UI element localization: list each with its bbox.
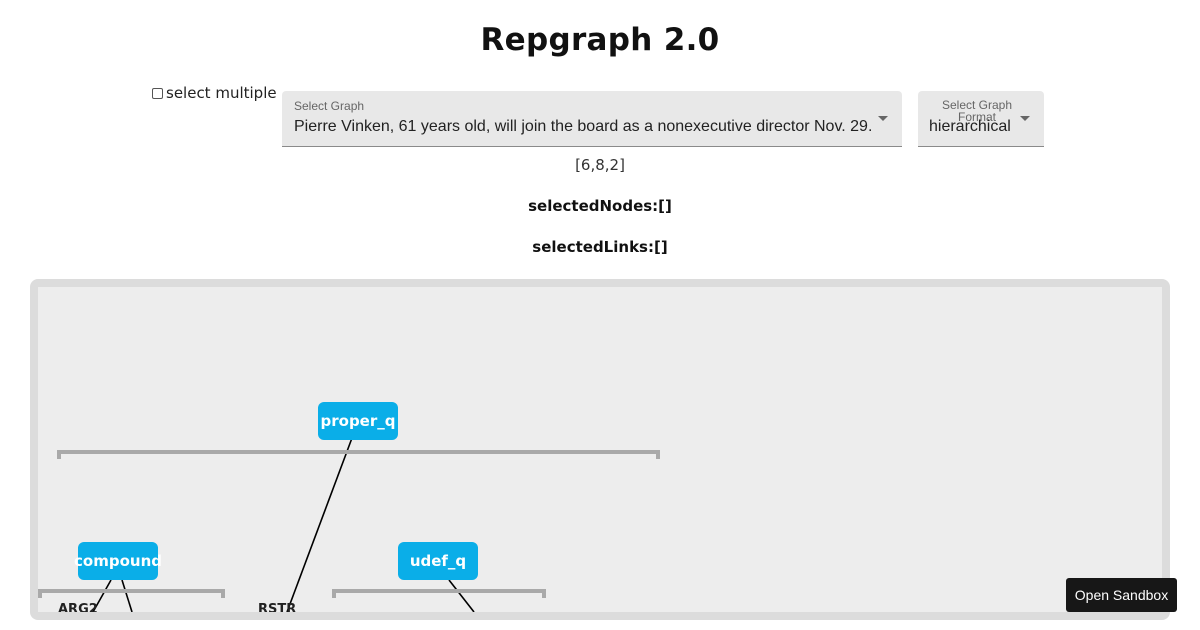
edge-compound-arg2-b[interactable] xyxy=(121,579,133,612)
edge-label-rstr: RSTR xyxy=(258,602,297,612)
chevron-down-icon[interactable] xyxy=(878,116,888,121)
selected-nodes: selectedNodes:[] xyxy=(528,197,672,215)
graph-canvas[interactable]: proper_q compound udef_q ARG2 RSTR xyxy=(38,287,1162,612)
edge-label-arg2: ARG2 xyxy=(58,602,98,612)
graph-select-label: Select Graph xyxy=(294,99,365,113)
span-bracket-udef-q xyxy=(332,589,546,598)
graph-canvas-frame: proper_q compound udef_q ARG2 RSTR xyxy=(30,279,1170,620)
node-proper-q[interactable]: proper_q xyxy=(318,402,398,440)
graph-format-select-label: Select Graph Format xyxy=(941,98,1013,124)
selected-links: selectedLinks:[] xyxy=(532,238,668,256)
checkbox-box[interactable] xyxy=(152,87,163,99)
graph-select-value: Pierre Vinken, 61 years old, will join t… xyxy=(294,118,873,135)
select-multiple-label: select multiple xyxy=(166,84,277,102)
span-bracket-proper-q xyxy=(57,450,660,459)
edge-compound-arg2-a[interactable] xyxy=(92,579,112,612)
graph-links xyxy=(92,437,475,612)
select-multiple-checkbox[interactable]: select multiple xyxy=(152,84,277,102)
node-udef-q[interactable]: udef_q xyxy=(398,542,478,580)
node-compound[interactable]: compound xyxy=(74,542,162,580)
edge-udef-q[interactable] xyxy=(448,579,475,612)
graph-format-select-value: hierarchical xyxy=(929,118,1011,135)
chevron-down-icon[interactable] xyxy=(1020,116,1030,121)
graph-format-select[interactable]: Select Graph Format hierarchical xyxy=(918,91,1044,147)
page-title: Repgraph 2.0 xyxy=(480,22,720,58)
graph-dimensions: [6,8,2] xyxy=(575,156,625,174)
open-sandbox-button[interactable]: Open Sandbox xyxy=(1066,578,1177,612)
span-bracket-compound xyxy=(38,589,225,598)
edge-proper-q-rstr[interactable] xyxy=(286,437,353,612)
graph-select[interactable]: Select Graph Pierre Vinken, 61 years old… xyxy=(282,91,902,147)
